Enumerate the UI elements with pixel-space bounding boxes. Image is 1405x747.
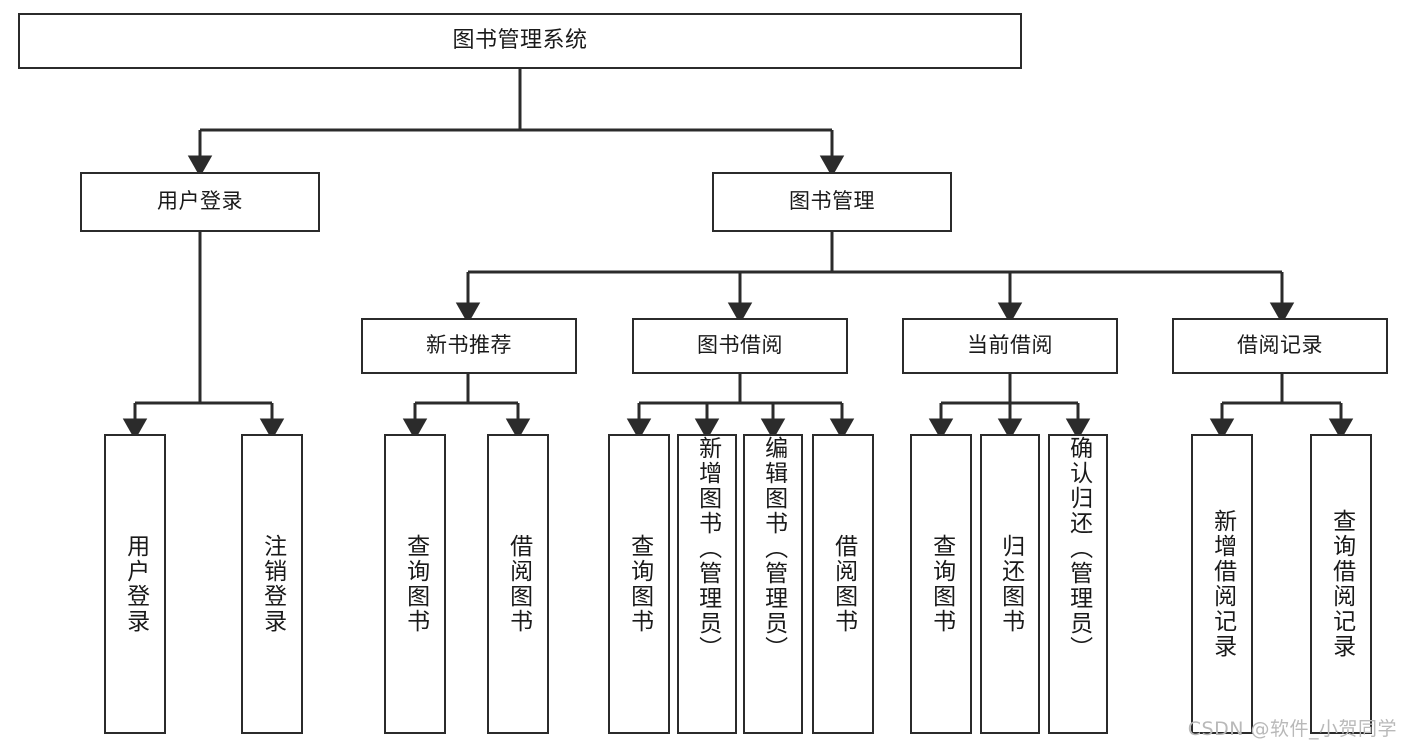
edge-bookmanage-to-level3 [455, 232, 1295, 324]
node-leaf-query-book-recommend[interactable]: 查询图书 [384, 434, 446, 734]
node-book-management[interactable]: 图书管理 [712, 172, 952, 232]
edge-userlogin-to-leaves [122, 232, 285, 440]
node-label: 图书管理 [789, 189, 875, 214]
node-label: 新增借阅记录 [1209, 509, 1236, 659]
node-label: 借阅图书 [830, 534, 857, 634]
node-leaf-user-login[interactable]: 用户登录 [104, 434, 166, 734]
node-label: 查询图书 [928, 534, 955, 634]
edge-borrowrecord-to-leaves [1209, 374, 1354, 440]
node-borrow-record[interactable]: 借阅记录 [1172, 318, 1388, 374]
node-label: 查询图书 [402, 534, 429, 634]
node-label: 借阅记录 [1237, 333, 1323, 358]
node-label: 当前借阅 [967, 333, 1053, 358]
node-label: 查询借阅记录 [1328, 509, 1355, 659]
node-leaf-add-book[interactable]: 新增图书（管理员） [677, 434, 737, 734]
node-current-borrow[interactable]: 当前借阅 [902, 318, 1118, 374]
node-leaf-return-book[interactable]: 归还图书 [980, 434, 1040, 734]
node-leaf-add-borrow-record[interactable]: 新增借阅记录 [1191, 434, 1253, 734]
node-label: 用户登录 [122, 534, 149, 634]
node-leaf-logout[interactable]: 注销登录 [241, 434, 303, 734]
node-leaf-borrow-book-recommend[interactable]: 借阅图书 [487, 434, 549, 734]
edge-currentborrow-to-leaves [928, 374, 1091, 440]
node-user-login[interactable]: 用户登录 [80, 172, 320, 232]
node-label: 图书管理系统 [452, 27, 588, 53]
edge-newbook-to-leaves [402, 374, 531, 440]
node-label: 新书推荐 [426, 333, 512, 358]
node-book-borrow[interactable]: 图书借阅 [632, 318, 848, 374]
node-label: 借阅图书 [505, 534, 532, 634]
node-label: 确认归还（管理员） [1065, 436, 1092, 661]
node-leaf-query-book-current[interactable]: 查询图书 [910, 434, 972, 734]
node-leaf-borrow-book[interactable]: 借阅图书 [812, 434, 874, 734]
csdn-watermark: CSDN @软件_小贺同学 [1187, 718, 1397, 740]
node-root-book-management-system[interactable]: 图书管理系统 [18, 13, 1022, 69]
edge-bookborrow-to-leaves [626, 374, 855, 440]
node-label: 归还图书 [997, 534, 1024, 634]
edge-root-to-level2 [187, 69, 845, 177]
node-label: 编辑图书（管理员） [760, 436, 787, 661]
node-new-book-recommend[interactable]: 新书推荐 [361, 318, 577, 374]
node-label: 用户登录 [157, 189, 243, 214]
node-leaf-edit-book[interactable]: 编辑图书（管理员） [743, 434, 803, 734]
node-label: 注销登录 [259, 534, 286, 634]
node-leaf-query-book-borrow[interactable]: 查询图书 [608, 434, 670, 734]
node-leaf-query-borrow-record[interactable]: 查询借阅记录 [1310, 434, 1372, 734]
node-label: 图书借阅 [697, 333, 783, 358]
node-leaf-confirm-return[interactable]: 确认归还（管理员） [1048, 434, 1108, 734]
node-label: 新增图书（管理员） [694, 436, 721, 661]
node-label: 查询图书 [626, 534, 653, 634]
